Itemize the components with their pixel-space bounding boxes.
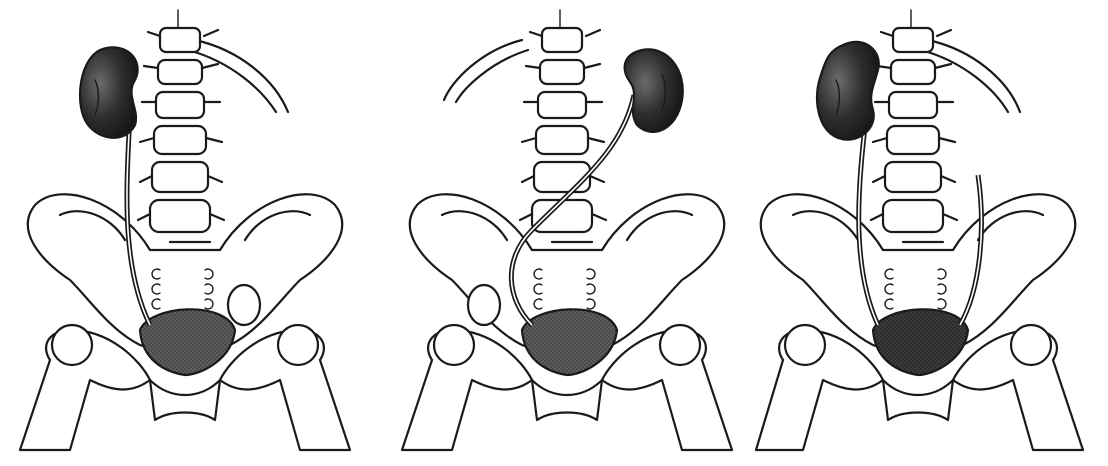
kidney: [817, 42, 879, 140]
panel-2: [372, 0, 748, 466]
panel-1-drawing: [0, 0, 372, 466]
kidney: [625, 49, 683, 132]
bladder: [140, 309, 235, 375]
panel-3: [748, 0, 1108, 466]
bladder: [522, 309, 617, 375]
rib: [444, 40, 522, 100]
panel-1: [0, 0, 372, 466]
kidney: [80, 47, 138, 137]
panel-3-drawing: [748, 0, 1108, 466]
spine: [520, 10, 606, 242]
rib: [456, 50, 528, 102]
bladder: [873, 309, 968, 375]
panel-2-drawing: [372, 0, 748, 466]
